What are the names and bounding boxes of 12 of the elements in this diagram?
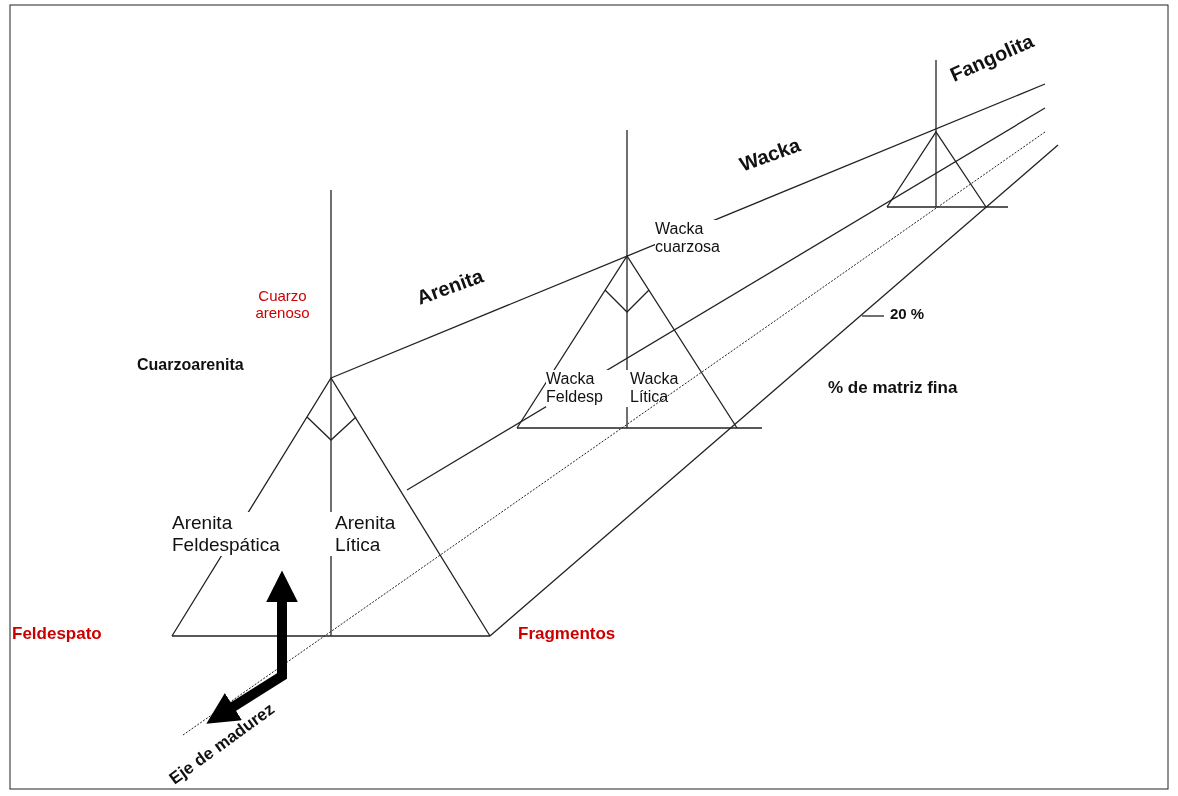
diagram-label: Wacka Lítica [630,370,680,407]
diagram-label: Wacka Feldesp [546,370,628,407]
diagram-label: 20 % [890,305,925,323]
diagram-label: Cuarzo arenoso [254,287,311,322]
diagram-label: Arenita [413,264,487,310]
diagram-label: Fragmentos [518,624,616,644]
diagram-label: Arenita Lítica [335,512,397,556]
diagram-label: % de matriz fina [828,378,958,398]
diagram-label: Arenita Feldespática [172,512,332,556]
diagram-label: Cuarzoarenita [137,356,244,375]
diagram-label: Feldespato [12,624,102,644]
diagram-label: Wacka [736,133,804,177]
